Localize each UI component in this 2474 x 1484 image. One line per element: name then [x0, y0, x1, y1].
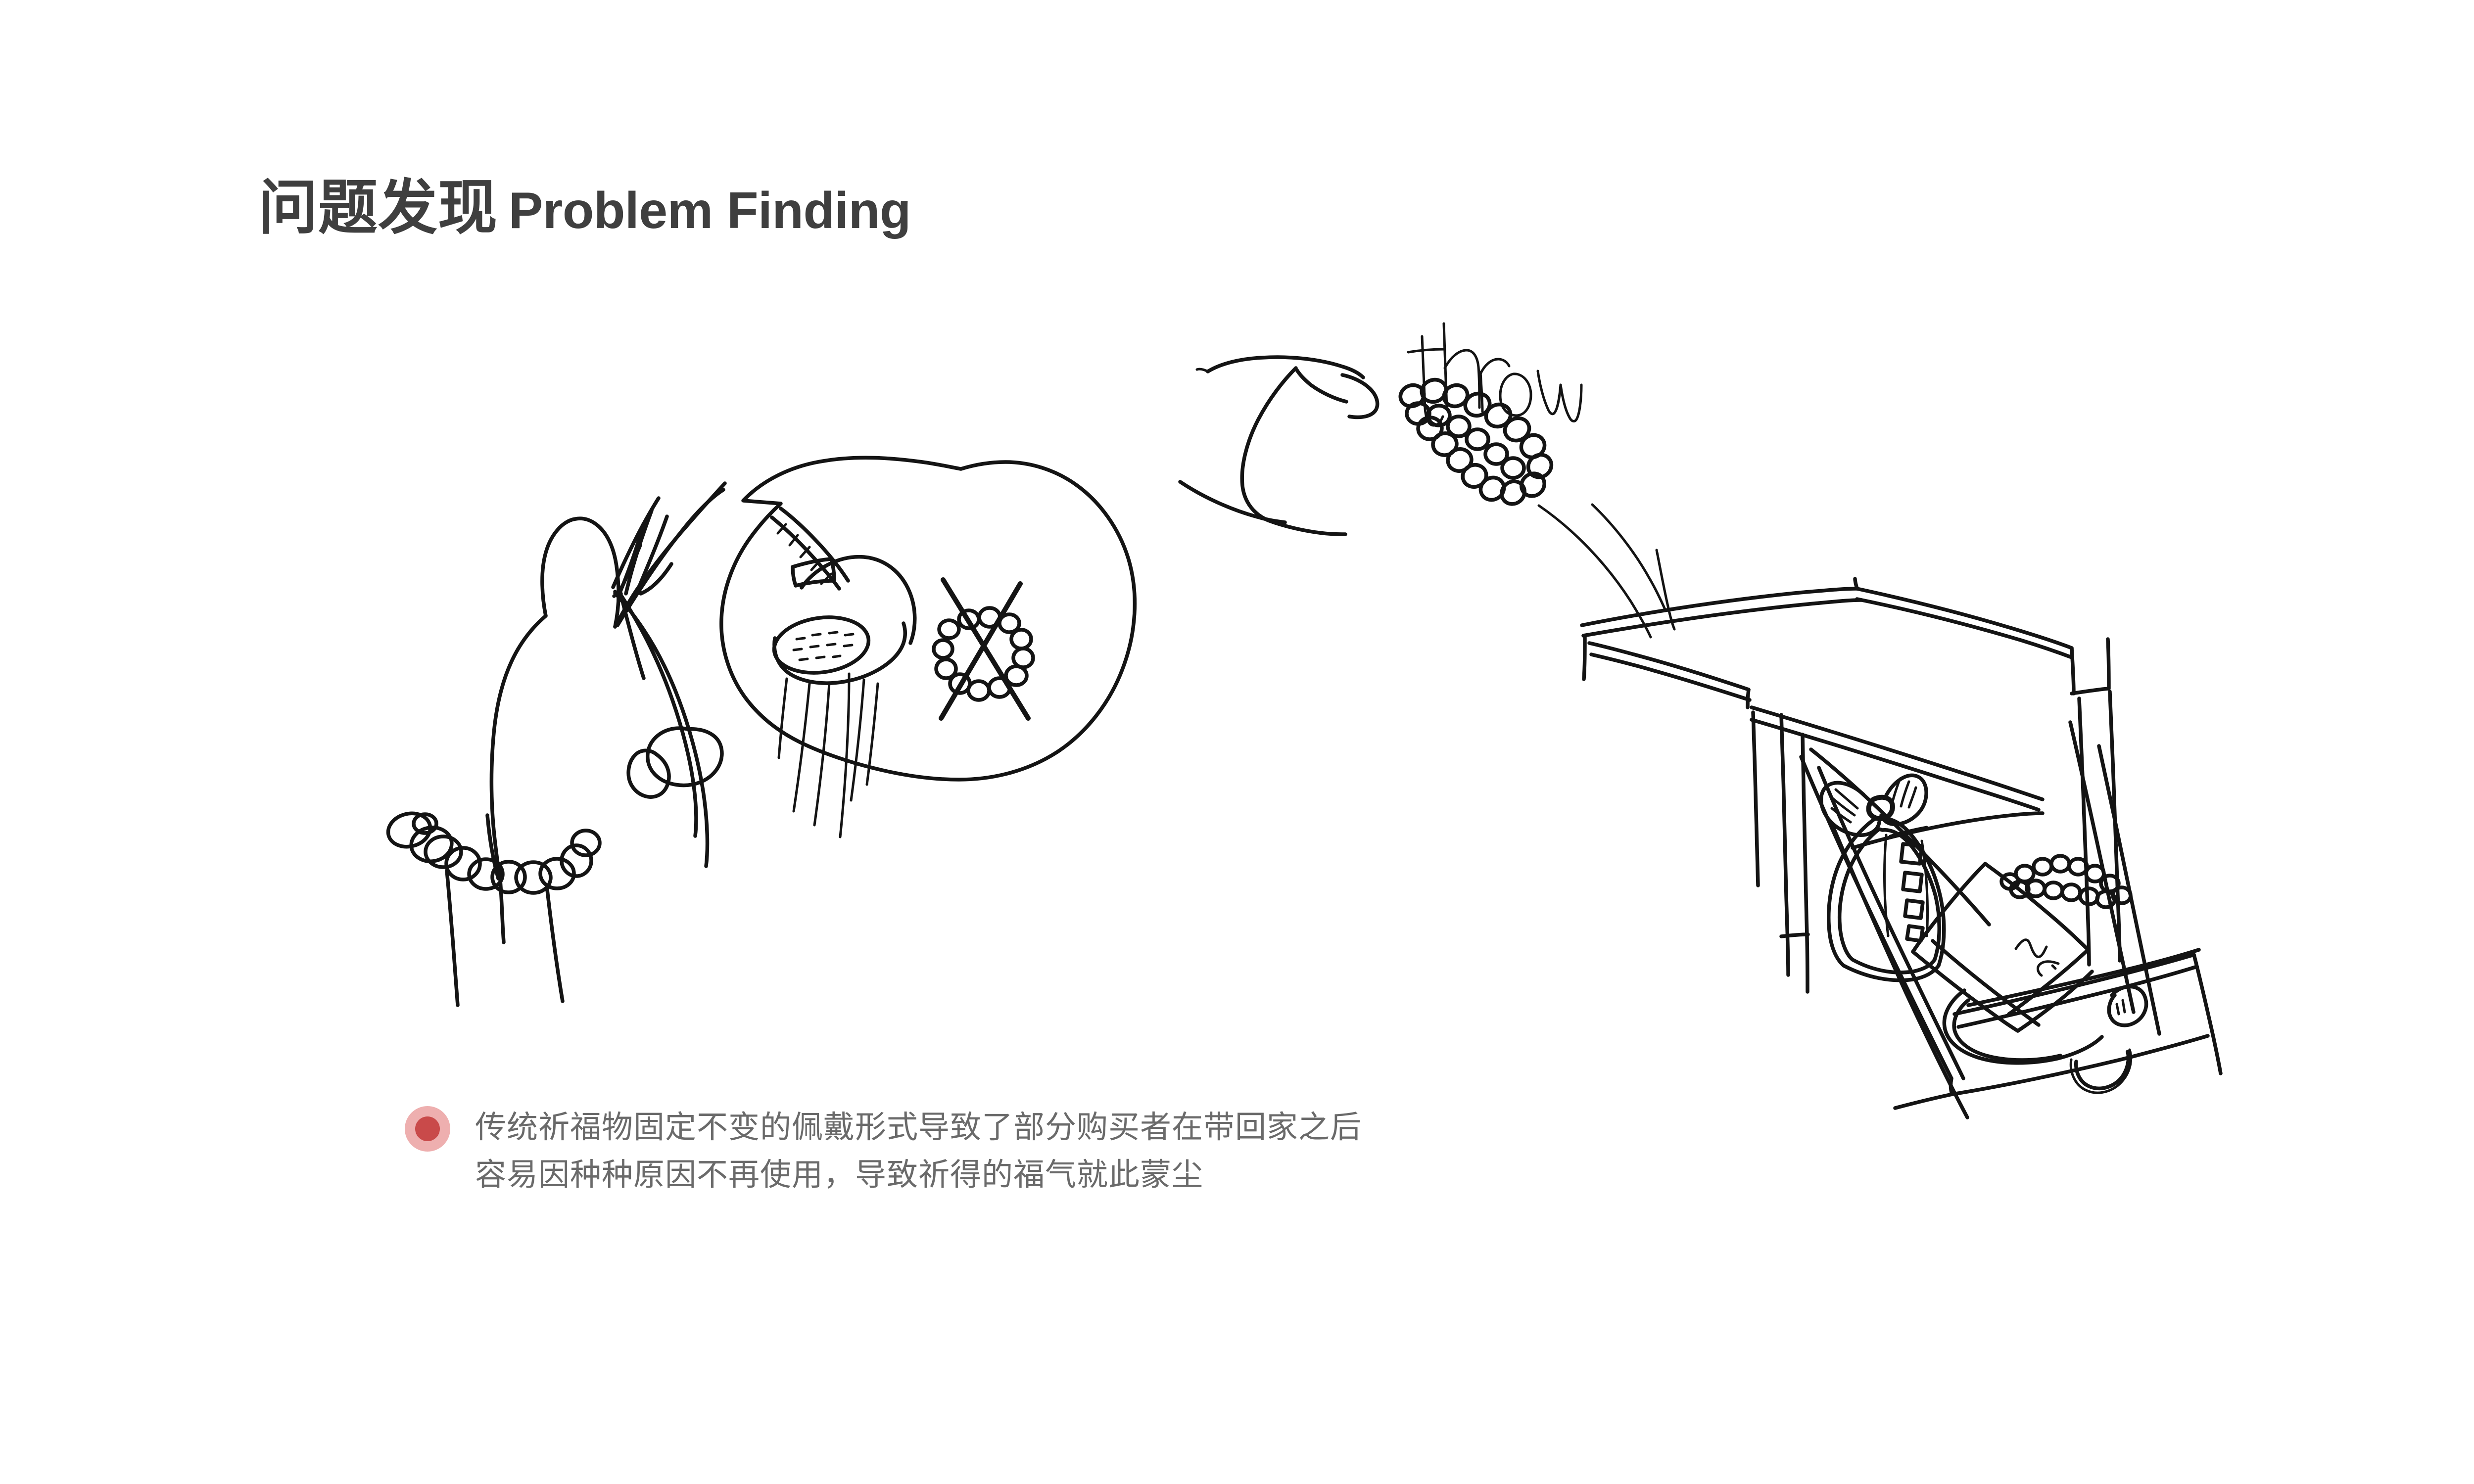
throw-label — [1407, 322, 1583, 427]
page-title-chinese: 问题发现 — [258, 175, 498, 241]
thought-bubble-scene — [626, 456, 1137, 838]
flying-bracelet-icon — [1398, 377, 1554, 506]
prayer-beads-icon — [1999, 854, 2133, 909]
table-with-open-drawer-scene — [1580, 577, 2223, 1119]
wrist-with-bracelet-scene — [386, 481, 727, 1007]
bracelet-crossed-out-icon — [932, 577, 1035, 721]
throwing-hand-scene — [1178, 322, 1676, 639]
small-box-icon — [1911, 862, 2094, 1033]
caption-text: 传统祈福物固定不变的佩戴形式导致了部分购买者在带回家之后 容易因种种原因不再使用… — [475, 1110, 1362, 1192]
lucky-pouch-icon — [1819, 773, 1946, 982]
page-title-english: Problem Finding — [509, 182, 911, 239]
filled-circle-bullet-icon — [405, 1106, 450, 1152]
caption: 传统祈福物固定不变的佩戴形式导致了部分购买者在带回家之后 容易因种种原因不再使用… — [405, 1104, 1362, 1199]
